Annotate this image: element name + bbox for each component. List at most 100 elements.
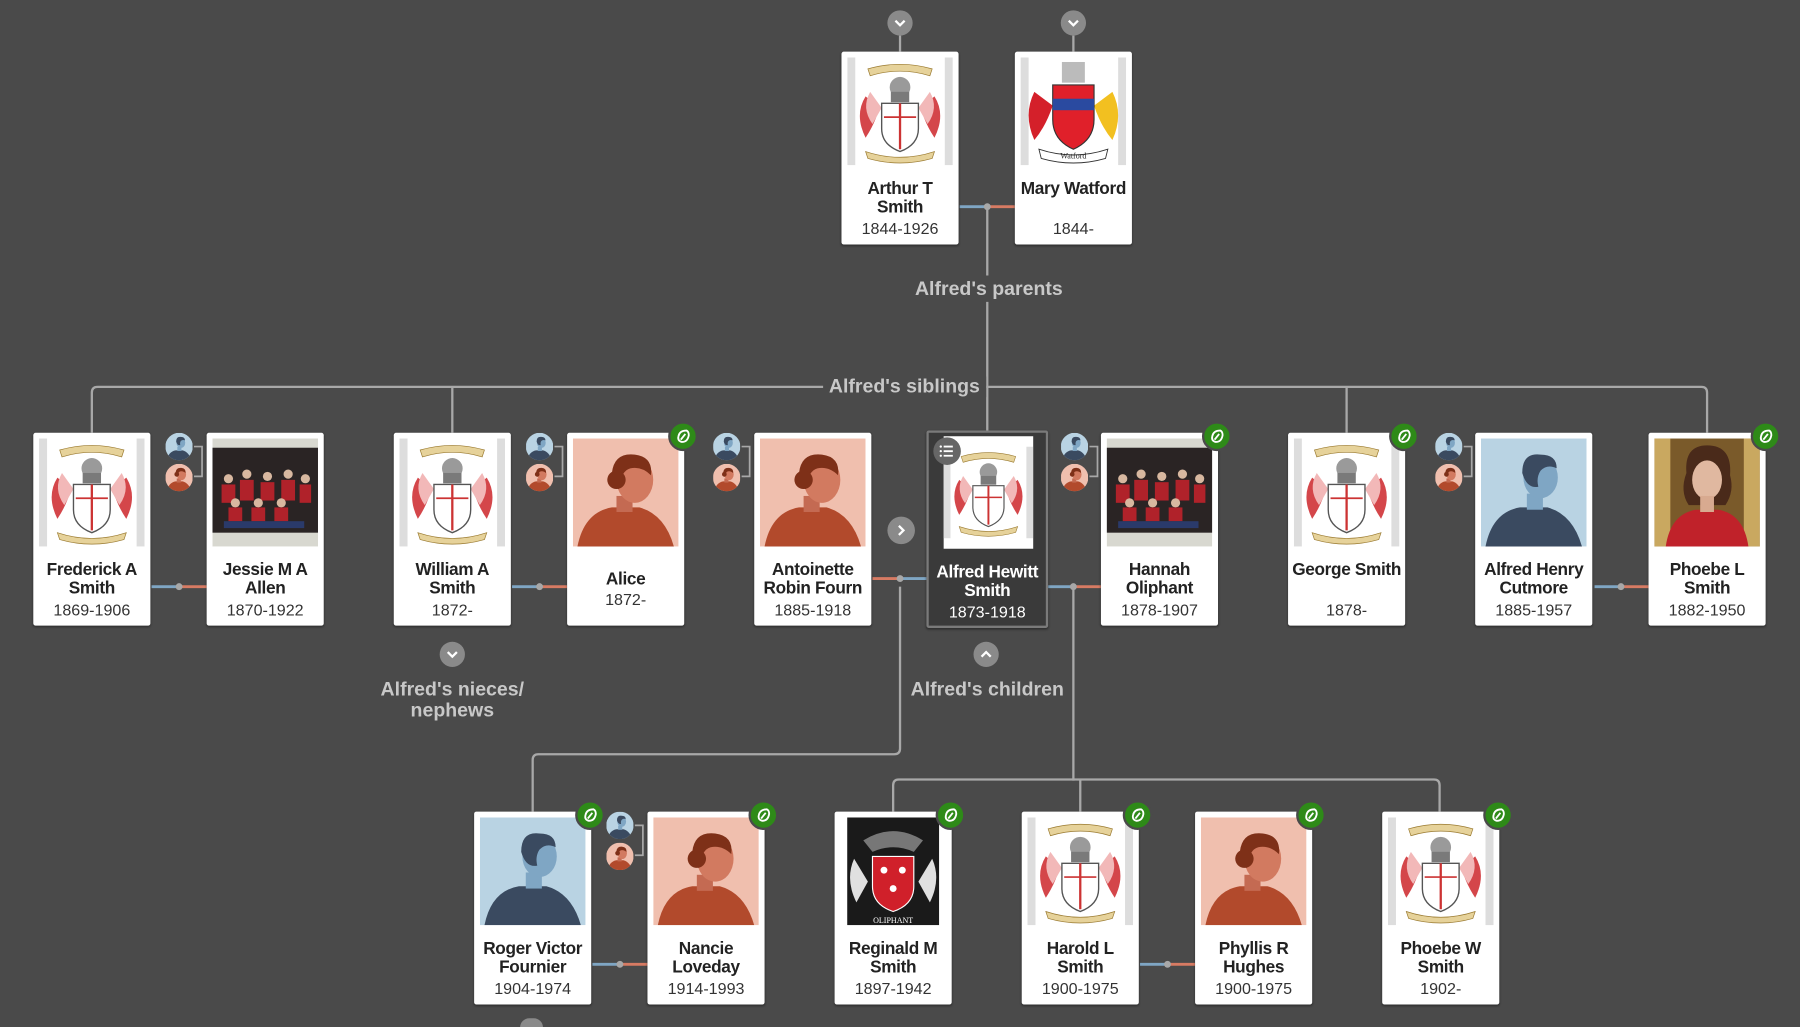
female-spouse-toggle-icon[interactable] <box>526 464 554 492</box>
person-dates: 1878-1907 <box>1101 600 1218 618</box>
person-name: Harold L Smith <box>1024 940 1137 976</box>
family-crest-image <box>400 439 506 547</box>
list-menu-icon[interactable] <box>933 437 961 465</box>
person-card-arthur[interactable]: Arthur T Smith 1844-1926 <box>841 52 958 245</box>
person-name: Alfred Henry Cutmore <box>1477 561 1590 597</box>
family-crest-image <box>847 57 953 165</box>
male-spouse-toggle-icon[interactable] <box>1061 433 1089 461</box>
male-spouse-toggle-icon[interactable] <box>1435 433 1463 461</box>
crest-caption: OLIPHANT <box>873 916 913 925</box>
record-hint-leaf-icon[interactable] <box>1389 421 1419 451</box>
female-silhouette-icon <box>760 439 866 547</box>
group-photo-image <box>1107 439 1213 547</box>
person-card-harold[interactable]: Harold L Smith 1900-1975 <box>1022 812 1139 1005</box>
male-spouse-toggle-icon[interactable] <box>526 433 554 461</box>
nieces-nephews-label: Alfred's nieces/ nephews <box>374 680 530 721</box>
person-dates: 1900-1975 <box>1195 979 1312 997</box>
female-silhouette-icon <box>1201 817 1307 925</box>
record-hint-leaf-icon[interactable] <box>1202 421 1232 451</box>
male-silhouette-icon <box>480 817 586 925</box>
person-card-phoebe-l[interactable]: Phoebe L Smith 1882-1950 <box>1649 433 1766 626</box>
record-hint-leaf-icon[interactable] <box>668 421 698 451</box>
person-dates: 1904-1974 <box>474 979 591 997</box>
watford-crest-image: Watford <box>1021 57 1127 165</box>
chevron-down-icon <box>1066 16 1080 30</box>
oliphant-crest-image: OLIPHANT <box>840 817 946 925</box>
expand-ancestors-mary-button[interactable] <box>1061 10 1086 35</box>
crest-caption: Watford <box>1060 151 1086 160</box>
person-name: George Smith <box>1290 561 1403 579</box>
person-card-nancie[interactable]: Nancie Loveday 1914-1993 <box>647 812 764 1005</box>
record-hint-leaf-icon[interactable] <box>1483 800 1513 830</box>
collapse-children-button[interactable] <box>974 642 999 667</box>
person-card-william[interactable]: William A Smith 1872- <box>394 433 511 626</box>
female-silhouette-icon <box>573 439 679 547</box>
person-card-jessie[interactable]: Jessie M A Allen 1870-1922 <box>207 433 324 626</box>
siblings-label: Alfred's siblings <box>823 377 986 398</box>
person-card-alfred-henry[interactable]: Alfred Henry Cutmore 1885-1957 <box>1475 433 1592 626</box>
person-name: Phyllis R Hughes <box>1197 940 1310 976</box>
person-dates: 1872- <box>394 600 511 618</box>
chevron-down-icon <box>893 16 907 30</box>
male-spouse-toggle-icon[interactable] <box>606 812 634 840</box>
expand-nieces-nephews-button[interactable] <box>440 642 465 667</box>
person-name: Hannah Oliphant <box>1103 561 1216 597</box>
person-dates: 1869-1906 <box>33 600 150 618</box>
next-spouse-button[interactable] <box>887 517 915 545</box>
person-card-mary[interactable]: Watford Mary Watford 1844- <box>1015 52 1132 245</box>
record-hint-leaf-icon[interactable] <box>575 800 605 830</box>
expand-descendants-roger-button[interactable] <box>520 1018 543 1027</box>
person-name: Alice <box>569 571 682 589</box>
family-crest-image <box>1027 817 1133 925</box>
person-card-frederick[interactable]: Frederick A Smith 1869-1906 <box>33 433 150 626</box>
record-hint-leaf-icon[interactable] <box>1296 800 1326 830</box>
person-dates: 1844-1926 <box>841 219 958 237</box>
person-name: Arthur T Smith <box>844 180 957 216</box>
person-card-phyllis[interactable]: Phyllis R Hughes 1900-1975 <box>1195 812 1312 1005</box>
record-hint-leaf-icon[interactable] <box>936 800 966 830</box>
person-name: Antoinette Robin Fourn <box>757 561 870 597</box>
person-card-phoebe-w[interactable]: Phoebe W Smith 1902- <box>1382 812 1499 1005</box>
person-card-roger[interactable]: Roger Victor Fournier 1904-1974 <box>474 812 591 1005</box>
group-photo-image <box>212 439 318 547</box>
nieces-label-line2: nephews <box>374 700 530 721</box>
parents-label: Alfred's parents <box>915 279 1060 300</box>
person-name: Phoebe W Smith <box>1384 940 1497 976</box>
female-spouse-toggle-icon[interactable] <box>1061 464 1089 492</box>
female-spouse-toggle-icon[interactable] <box>1435 464 1463 492</box>
male-silhouette-icon <box>1481 439 1587 547</box>
female-spouse-toggle-icon[interactable] <box>606 843 634 871</box>
family-crest-image <box>39 439 145 547</box>
person-card-george[interactable]: George Smith 1878- <box>1288 433 1405 626</box>
person-dates: 1914-1993 <box>647 979 764 997</box>
record-hint-leaf-icon[interactable] <box>1751 421 1781 451</box>
female-spouse-toggle-icon[interactable] <box>165 464 193 492</box>
person-card-alice[interactable]: Alice 1872- <box>567 433 684 626</box>
person-dates: 1897-1942 <box>835 979 952 997</box>
female-spouse-toggle-icon[interactable] <box>713 464 741 492</box>
person-dates: 1844- <box>1015 219 1132 237</box>
family-crest-image <box>1388 817 1494 925</box>
male-spouse-toggle-icon[interactable] <box>713 433 741 461</box>
expand-ancestors-arthur-button[interactable] <box>887 10 912 35</box>
person-dates: 1902- <box>1382 979 1499 997</box>
female-silhouette-icon <box>653 817 759 925</box>
person-card-reginald[interactable]: OLIPHANT Reginald M Smith 1897-1942 <box>835 812 952 1005</box>
family-crest-image <box>1294 439 1400 547</box>
person-card-alfred-selected[interactable]: Alfred Hewitt Smith 1873-1918 <box>926 431 1048 628</box>
person-name: Frederick A Smith <box>36 561 149 597</box>
person-name: Reginald M Smith <box>837 940 950 976</box>
record-hint-leaf-icon[interactable] <box>1123 800 1153 830</box>
person-name: Nancie Loveday <box>650 940 763 976</box>
person-dates: 1870-1922 <box>207 600 324 618</box>
person-card-antoinette[interactable]: Antoinette Robin Fourn 1885-1918 <box>754 433 871 626</box>
nieces-label-line1: Alfred's nieces/ <box>374 680 530 701</box>
person-card-hannah[interactable]: Hannah Oliphant 1878-1907 <box>1101 433 1218 626</box>
children-label: Alfred's children <box>909 680 1065 701</box>
person-dates: 1882-1950 <box>1649 600 1766 618</box>
male-spouse-toggle-icon[interactable] <box>165 433 193 461</box>
person-dates: 1885-1957 <box>1475 600 1592 618</box>
person-dates: 1878- <box>1288 600 1405 618</box>
record-hint-leaf-icon[interactable] <box>748 800 778 830</box>
